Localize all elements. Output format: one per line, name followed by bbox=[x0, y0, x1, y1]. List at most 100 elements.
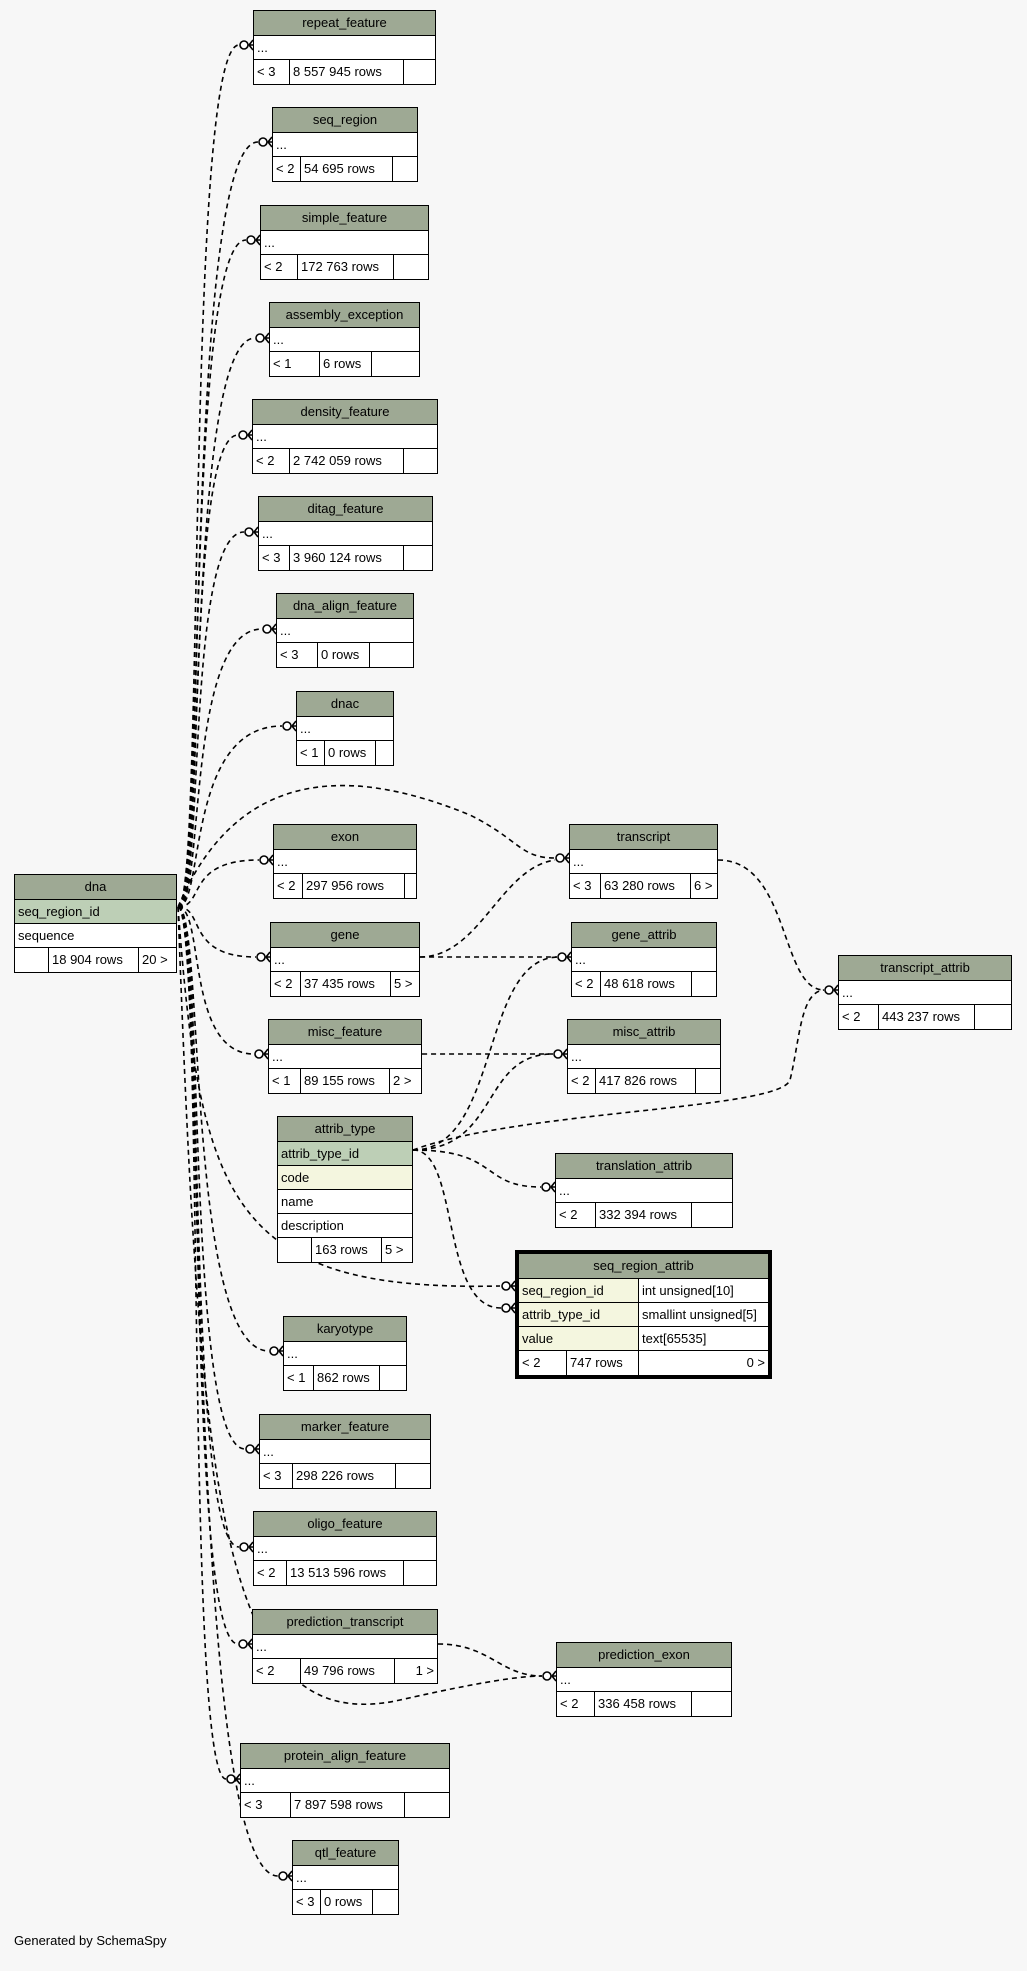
collapsed-columns: ... bbox=[568, 1045, 720, 1069]
table-name: gene bbox=[271, 923, 419, 948]
table-prediction-transcript[interactable]: prediction_transcript ... < 2 49 796 row… bbox=[252, 1609, 438, 1684]
table-gene-attrib[interactable]: gene_attrib ... < 2 48 618 rows bbox=[571, 922, 717, 997]
collapsed-columns: ... bbox=[277, 619, 413, 643]
parent-count: < 1 bbox=[284, 1366, 314, 1390]
table-misc-feature[interactable]: misc_feature ... < 1 89 155 rows 2 > bbox=[268, 1019, 422, 1094]
table-simple-feature[interactable]: simple_feature ... < 2 172 763 rows bbox=[260, 205, 429, 280]
table-attrib-type[interactable]: attrib_type attrib_type_id code name des… bbox=[277, 1116, 413, 1263]
collapsed-columns: ... bbox=[253, 425, 437, 449]
column-name: value bbox=[519, 1327, 639, 1350]
table-prediction-exon[interactable]: prediction_exon ... < 2 336 458 rows bbox=[556, 1642, 732, 1717]
child-count bbox=[692, 1203, 732, 1227]
crowfoot-qtl_feature bbox=[278, 1870, 293, 1882]
crowfoot-misc_feature bbox=[254, 1048, 269, 1060]
link-attribtype-translation-attrib bbox=[412, 1149, 542, 1188]
row-count: 2 742 059 rows bbox=[290, 449, 404, 473]
link-dna-dna_align_feature bbox=[177, 628, 263, 908]
table-name: ditag_feature bbox=[259, 497, 432, 522]
crowfoot-seq-region-attrib-a bbox=[501, 1280, 516, 1292]
table-dnac[interactable]: dnac ... < 1 0 rows bbox=[296, 691, 394, 766]
crowfoot-repeat_feature bbox=[239, 39, 254, 51]
table-repeat-feature[interactable]: repeat_feature ... < 3 8 557 945 rows bbox=[253, 10, 436, 85]
child-count bbox=[396, 1464, 430, 1488]
row-count: 54 695 rows bbox=[301, 157, 393, 181]
table-name: attrib_type bbox=[278, 1117, 412, 1142]
table-translation-attrib[interactable]: translation_attrib ... < 2 332 394 rows bbox=[555, 1153, 733, 1228]
table-protein-align-feature[interactable]: protein_align_feature ... < 3 7 897 598 … bbox=[240, 1743, 450, 1818]
row-count: 48 618 rows bbox=[601, 972, 692, 996]
table-assembly-exception[interactable]: assembly_exception ... < 1 6 rows bbox=[269, 302, 420, 377]
parent-count: < 3 bbox=[277, 643, 318, 667]
table-stats: < 3 0 rows bbox=[277, 643, 413, 667]
table-name: repeat_feature bbox=[254, 11, 435, 36]
crowfoot-prediction-exon bbox=[542, 1670, 557, 1682]
parent-count: < 2 bbox=[253, 449, 290, 473]
table-name: karyotype bbox=[284, 1317, 406, 1342]
link-dna-transcript bbox=[177, 784, 556, 908]
crowfoot-translation-attrib bbox=[541, 1181, 556, 1193]
child-count bbox=[692, 972, 716, 996]
parent-count: < 3 bbox=[570, 874, 601, 898]
table-name: transcript bbox=[570, 825, 717, 850]
table-stats: 163 rows 5 > bbox=[278, 1238, 412, 1262]
table-oligo-feature[interactable]: oligo_feature ... < 2 13 513 596 rows bbox=[253, 1511, 437, 1586]
link-dna-density_feature bbox=[177, 434, 239, 908]
parent-count: < 2 bbox=[839, 1005, 879, 1029]
column-type: smallint unsigned[5] bbox=[639, 1303, 768, 1326]
parent-count: < 1 bbox=[269, 1069, 301, 1093]
table-seq-region-attrib[interactable]: seq_region_attrib seq_region_id int unsi… bbox=[515, 1250, 772, 1379]
parent-count: < 2 bbox=[254, 1561, 287, 1585]
child-count bbox=[405, 1793, 449, 1817]
collapsed-columns: ... bbox=[570, 850, 717, 874]
table-karyotype[interactable]: karyotype ... < 1 862 rows bbox=[283, 1316, 407, 1391]
crowfoot-transcript bbox=[555, 852, 570, 864]
table-density-feature[interactable]: density_feature ... < 2 2 742 059 rows bbox=[252, 399, 438, 474]
column-seq-region-id: seq_region_id int unsigned[10] bbox=[519, 1279, 768, 1303]
table-dna[interactable]: dna seq_region_id sequence 18 904 rows 2… bbox=[14, 874, 177, 973]
crowfoot-assembly_exception bbox=[255, 332, 270, 344]
parent-count bbox=[15, 948, 49, 972]
table-stats: < 3 298 226 rows bbox=[260, 1464, 430, 1488]
table-ditag-feature[interactable]: ditag_feature ... < 3 3 960 124 rows bbox=[258, 496, 433, 571]
child-count bbox=[404, 546, 432, 570]
generated-by-footer: Generated by SchemaSpy bbox=[14, 1933, 167, 1948]
collapsed-columns: ... bbox=[253, 1635, 437, 1659]
crowfoot-prediction_transcript bbox=[238, 1638, 253, 1650]
table-transcript-attrib[interactable]: transcript_attrib ... < 2 443 237 rows bbox=[838, 955, 1012, 1030]
row-count: 0 rows bbox=[321, 1890, 373, 1914]
collapsed-columns: ... bbox=[572, 948, 716, 972]
link-dna-dnac bbox=[177, 725, 283, 908]
table-name: oligo_feature bbox=[254, 1512, 436, 1537]
table-qtl-feature[interactable]: qtl_feature ... < 3 0 rows bbox=[292, 1840, 399, 1915]
table-stats: < 1 862 rows bbox=[284, 1366, 406, 1390]
table-gene[interactable]: gene ... < 2 37 435 rows 5 > bbox=[270, 922, 420, 997]
row-count: 6 rows bbox=[320, 352, 372, 376]
table-stats: < 2 2 742 059 rows bbox=[253, 449, 437, 473]
link-dna-misc_feature bbox=[177, 906, 255, 1055]
column-name: name bbox=[278, 1190, 412, 1214]
collapsed-columns: ... bbox=[557, 1668, 731, 1692]
table-seq-region[interactable]: seq_region ... < 2 54 695 rows bbox=[272, 107, 418, 182]
row-count: 443 237 rows bbox=[879, 1005, 975, 1029]
table-name: gene_attrib bbox=[572, 923, 716, 948]
table-misc-attrib[interactable]: misc_attrib ... < 2 417 826 rows bbox=[567, 1019, 721, 1094]
link-gene-transcript bbox=[419, 859, 556, 958]
table-name: simple_feature bbox=[261, 206, 428, 231]
link-attribtype-misc-attrib bbox=[412, 1053, 554, 1151]
crowfoot-dna_align_feature bbox=[262, 623, 277, 635]
table-dna-align-feature[interactable]: dna_align_feature ... < 3 0 rows bbox=[276, 593, 414, 668]
table-name: prediction_transcript bbox=[253, 1610, 437, 1635]
table-transcript[interactable]: transcript ... < 3 63 280 rows 6 > bbox=[569, 824, 718, 899]
crowfoot-transcript-attrib bbox=[824, 984, 839, 996]
table-name: qtl_feature bbox=[293, 1841, 398, 1866]
crowfoot-marker_feature bbox=[245, 1443, 260, 1455]
column-name: attrib_type_id bbox=[519, 1303, 639, 1326]
crowfoot-gene-attrib bbox=[557, 951, 572, 963]
parent-count: < 3 bbox=[259, 546, 290, 570]
collapsed-columns: ... bbox=[270, 328, 419, 352]
table-exon[interactable]: exon ... < 2 297 956 rows bbox=[273, 824, 417, 899]
parent-count: < 2 bbox=[261, 255, 298, 279]
table-marker-feature[interactable]: marker_feature ... < 3 298 226 rows bbox=[259, 1414, 431, 1489]
child-count: 6 > bbox=[694, 878, 713, 893]
parent-count: < 2 bbox=[572, 972, 601, 996]
